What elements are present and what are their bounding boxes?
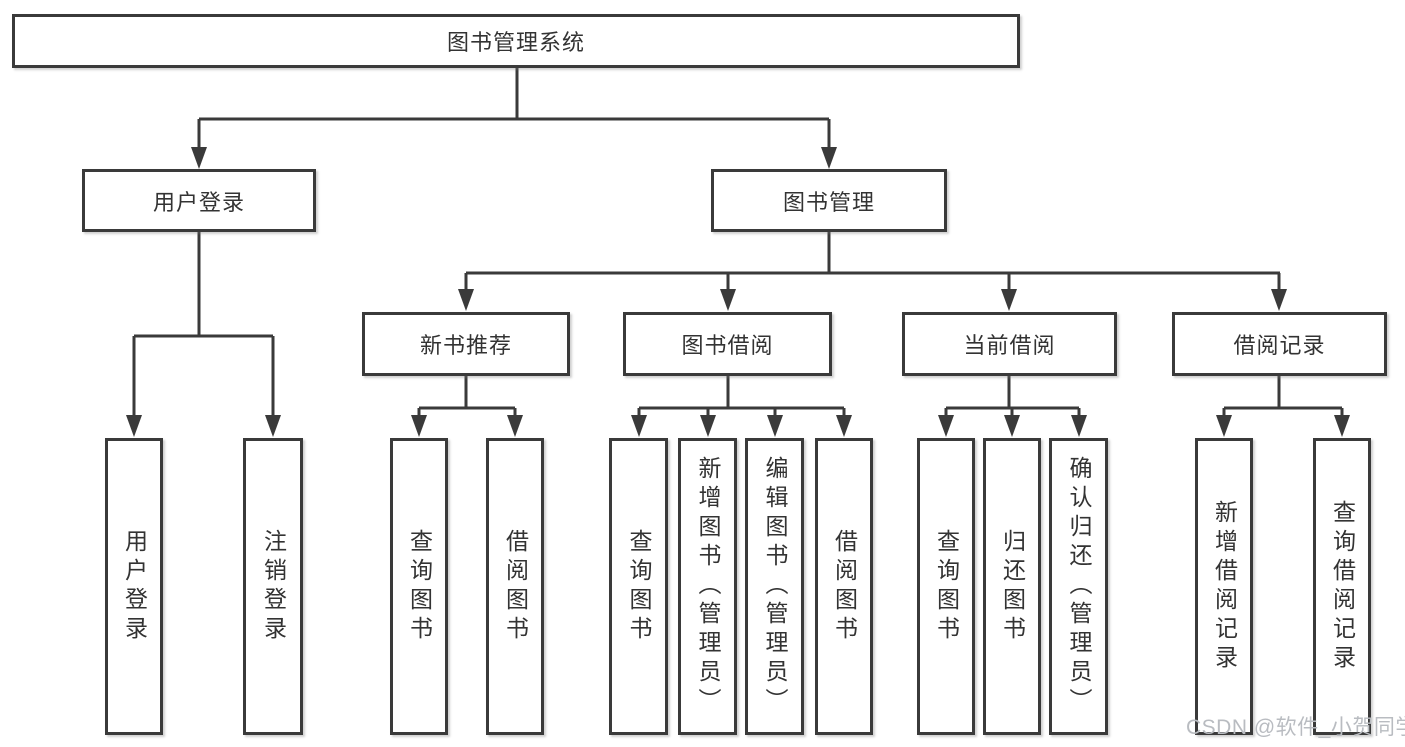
leaf-add-borrow-record-label: 新增借阅记录: [1211, 499, 1238, 674]
leaf-add-borrow-record: 新增借阅记录: [1195, 438, 1253, 735]
node-root-label: 图书管理系统: [446, 30, 585, 55]
csdn-watermark: CSDN @软件_小贺同学: [1186, 716, 1405, 739]
leaf-query-borrow-record: 查询借阅记录: [1313, 438, 1371, 735]
node-book-management-label: 图书管理: [782, 189, 875, 215]
node-current-borrowing: 当前借阅: [902, 312, 1117, 376]
leaf-return-books: 归还图书: [983, 438, 1041, 735]
leaf-edit-books-admin: 编辑图书（管理员）: [745, 438, 804, 735]
leaf-add-books-admin-label: 新增图书（管理员）: [695, 456, 721, 717]
leaf-confirm-return-admin: 确认归还（管理员）: [1049, 438, 1108, 735]
node-new-book-recommend: 新书推荐: [362, 312, 570, 376]
leaf-return-books-label: 归还图书: [999, 528, 1026, 645]
leaf-query-books-recommend: 查询图书: [390, 438, 448, 735]
leaf-edit-books-admin-label: 编辑图书（管理员）: [762, 456, 788, 717]
leaf-query-books-recommend-label: 查询图书: [406, 528, 433, 645]
leaf-query-books-current-label: 查询图书: [933, 528, 960, 645]
node-root: 图书管理系统: [12, 14, 1020, 68]
node-user-login: 用户登录: [82, 169, 316, 232]
node-borrowing-records: 借阅记录: [1172, 312, 1387, 376]
node-new-book-recommend-label: 新书推荐: [419, 333, 512, 358]
node-borrowing-records-label: 借阅记录: [1233, 333, 1326, 358]
leaf-borrow-books-recommend: 借阅图书: [486, 438, 544, 735]
leaf-query-books-borrowing-label: 查询图书: [626, 528, 652, 645]
leaf-query-books-current: 查询图书: [917, 438, 975, 735]
leaf-query-books-borrowing: 查询图书: [609, 438, 668, 735]
node-book-management: 图书管理: [711, 169, 947, 232]
leaf-logout: 注销登录: [243, 438, 303, 735]
leaf-user-login: 用户登录: [105, 438, 163, 735]
node-current-borrowing-label: 当前借阅: [963, 333, 1056, 358]
node-user-login-label: 用户登录: [152, 189, 245, 215]
leaf-add-books-admin: 新增图书（管理员）: [678, 438, 737, 735]
leaf-confirm-return-admin-label: 确认归还（管理员）: [1066, 456, 1092, 717]
leaf-borrow-books-recommend-label: 借阅图书: [502, 528, 529, 645]
leaf-user-login-label: 用户登录: [121, 528, 148, 645]
leaf-borrow-books-borrowing-label: 借阅图书: [831, 528, 858, 645]
leaf-query-borrow-record-label: 查询借阅记录: [1329, 499, 1356, 674]
leaf-logout-label: 注销登录: [260, 528, 287, 645]
node-book-borrowing-label: 图书借阅: [681, 333, 774, 358]
node-book-borrowing: 图书借阅: [623, 312, 832, 376]
leaf-borrow-books-borrowing: 借阅图书: [815, 438, 873, 735]
